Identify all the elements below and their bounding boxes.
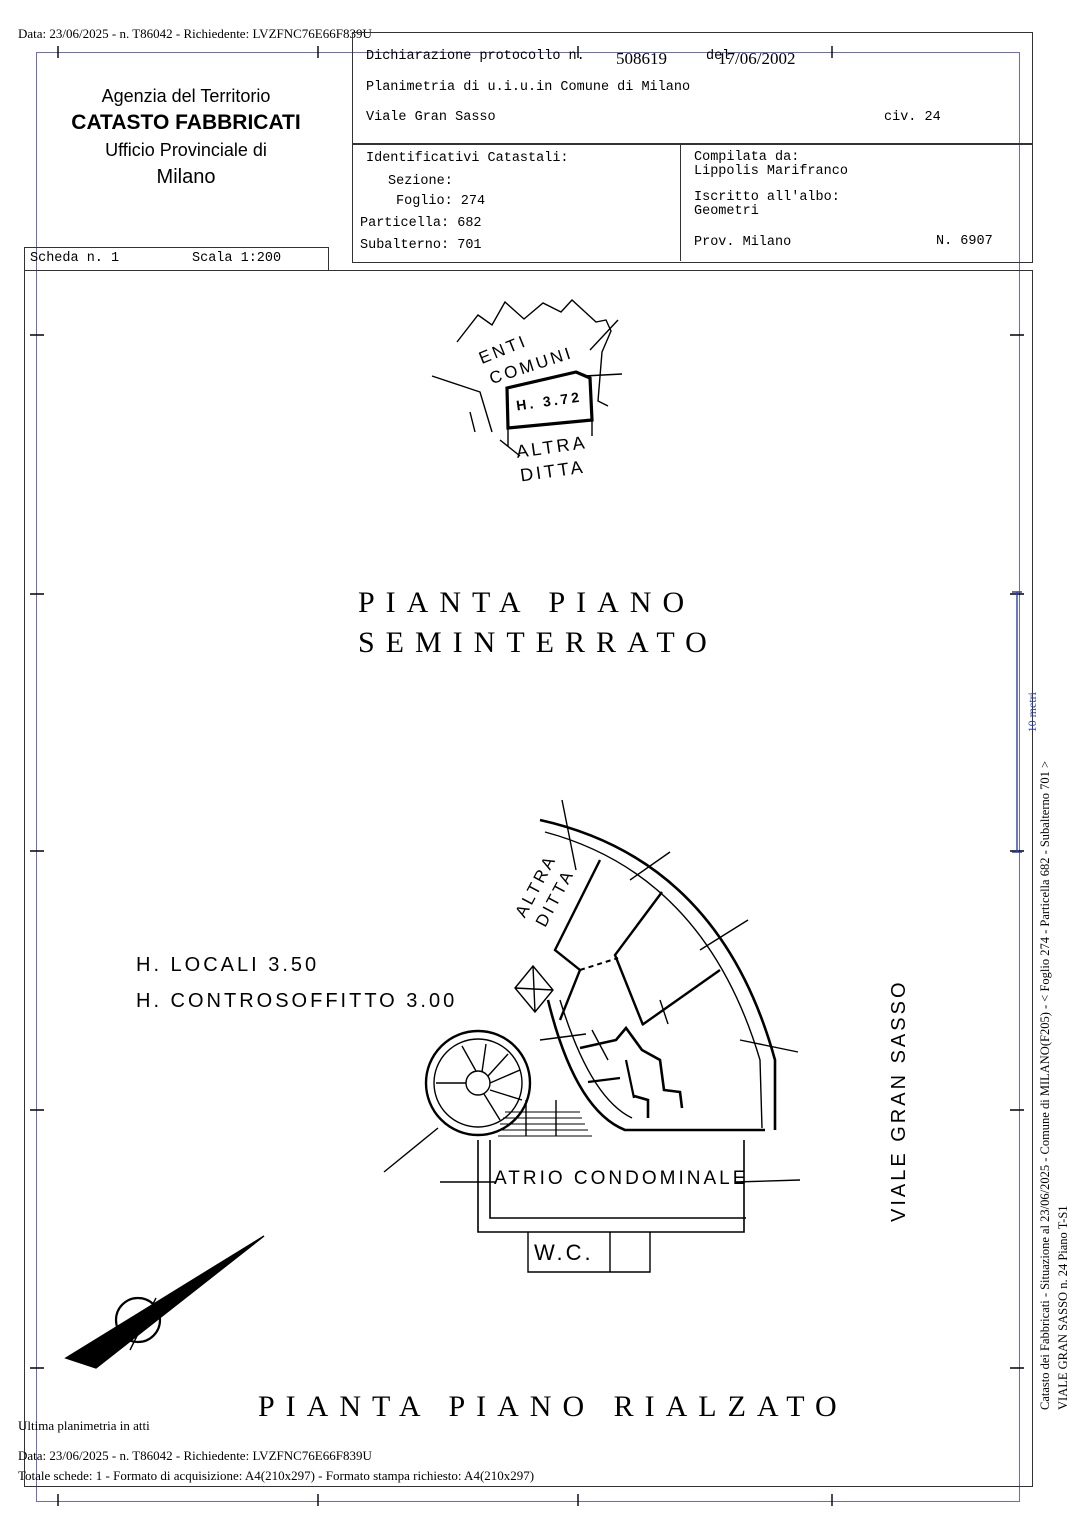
scheda-number: Scheda n. 1 (30, 251, 120, 266)
catasto-title: CATASTO FABBRICATI (71, 111, 301, 134)
elevator-box (514, 964, 554, 1014)
atrio-outline (477, 1140, 746, 1233)
particella: Particella: 682 (360, 216, 482, 231)
ufficio-city: Milano (156, 166, 216, 188)
sezione: Sezione: (388, 174, 453, 189)
outer-frame (36, 52, 1020, 1502)
compilata-name: Lippolis Marifranco (694, 164, 848, 179)
protocollo-label: Dichiarazione protocollo n. (366, 49, 585, 64)
wc-label: W.C. (534, 1240, 594, 1265)
identificativi-title: Identificativi Catastali: (366, 151, 569, 166)
frame-ticks (30, 46, 1024, 1506)
iscritto-label: Iscritto all'albo: (694, 190, 840, 205)
planimetria-line: Planimetria di u.i.u.in Comune di Milano (366, 80, 691, 95)
side-situazione: Catasto dei Fabbricati - Situazione al 2… (1038, 760, 1052, 1410)
subalterno: Subalterno: 701 (360, 238, 482, 253)
outer-arc-2 (544, 831, 763, 1129)
compilata-label: Compilata da: (694, 150, 800, 165)
footer-totale: Totale schede: 1 - Formato di acquisizio… (18, 1468, 535, 1483)
inner-arc (546, 999, 765, 1132)
scale-bar (1012, 591, 1022, 853)
upper-plan-outline (456, 299, 612, 407)
foglio: Foglio: 274 (396, 194, 486, 209)
title-seminterrato-2: SEMINTERRATO (358, 626, 718, 659)
civico: civ. 24 (884, 110, 941, 125)
albo-value: Geometri (694, 204, 759, 219)
footer-data: Data: 23/06/2025 - n. T86042 - Richieden… (18, 1448, 372, 1463)
request-line: Data: 23/06/2025 - n. T86042 - Richieden… (18, 26, 372, 41)
albo-number: N. 6907 (936, 234, 993, 249)
header-right-box-bottom (352, 143, 1033, 263)
height-locali: H. LOCALI 3.50 (136, 954, 320, 976)
del-label: del (706, 49, 731, 64)
del-date: 17/06/2002 (718, 49, 796, 68)
agency-name: Agenzia del Territorio (101, 86, 271, 106)
outer-arc (539, 818, 777, 1130)
via-name: Viale Gran Sasso (366, 110, 496, 125)
atrio-label: ATRIO CONDOMINALE (494, 1168, 749, 1189)
agency-block: Agenzia del Territorio CATASTO FABBRICAT… (40, 84, 332, 192)
title-seminterrato-1: PIANTA PIANO (358, 586, 696, 619)
side-address: VIALE GRAN SASSO n. 24 Piano T-S1 (1056, 1205, 1070, 1410)
header-divider (680, 143, 681, 261)
drawing-frame (24, 270, 1033, 1487)
ultima-planimetria: Ultima planimetria in atti (18, 1418, 150, 1433)
scala-value: Scala 1:200 (192, 251, 282, 266)
spiral-stair (424, 1029, 532, 1137)
title-rialzato: PIANTA PIANO RIALZATO (258, 1390, 848, 1423)
inner-arc-2 (559, 999, 633, 1119)
header-right-box-top (352, 32, 1033, 145)
viale-label: VIALE GRAN SASSO (888, 979, 910, 1222)
provincia: Prov. Milano (694, 235, 792, 250)
ufficio-label: Ufficio Provinciale di (105, 140, 267, 160)
scale-bar-label: 10 metri (1025, 692, 1039, 733)
protocollo-number: 508619 (616, 49, 667, 68)
height-controsoffitto: H. CONTROSOFFITTO 3.00 (136, 990, 458, 1012)
